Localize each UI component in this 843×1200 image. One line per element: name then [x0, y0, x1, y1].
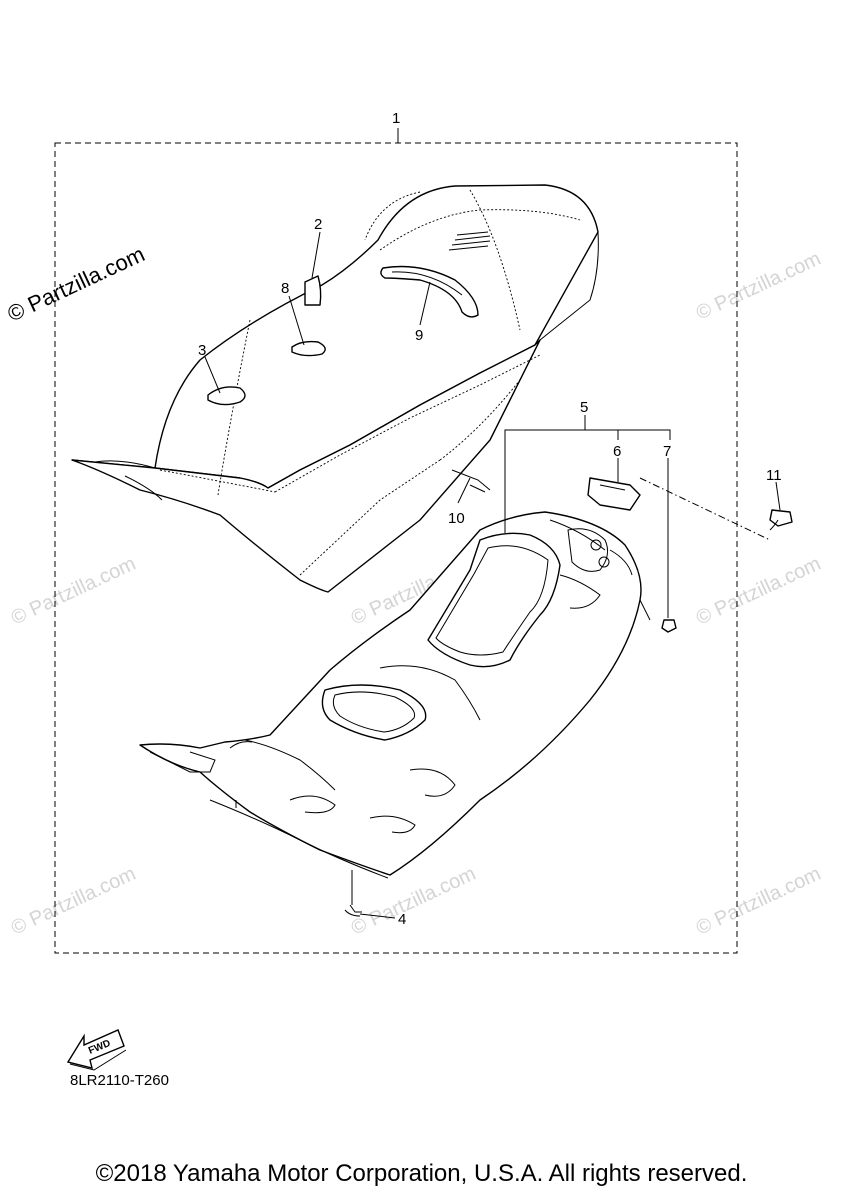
- callout-10: 10: [448, 510, 465, 527]
- emblem-8: [291, 340, 326, 357]
- watermark: © Partzilla.com: [693, 248, 824, 325]
- callout-5: 5: [580, 399, 588, 416]
- fwd-arrow-icon: FWD: [66, 1029, 127, 1071]
- callout-2: 2: [314, 216, 322, 233]
- callout-4: 4: [398, 911, 406, 928]
- callouts: 1 2 3 4 5 6 7 8 9 10 11: [198, 110, 782, 928]
- watermark: © Partzilla.com: [348, 863, 479, 940]
- seat-logo: [448, 231, 491, 251]
- callout-9: 9: [415, 327, 423, 344]
- clip-7: [661, 619, 677, 633]
- bolt-11: [769, 509, 793, 527]
- bolt-centerline: [639, 477, 771, 541]
- clip-10: [451, 469, 491, 493]
- assembly-boundary: [54, 142, 738, 954]
- watermark: © Partzilla.com: [693, 553, 824, 630]
- copyright-notice: ©2018 Yamaha Motor Corporation, U.S.A. A…: [95, 1160, 748, 1187]
- watermark-main: © Partzilla.com: [4, 241, 149, 326]
- seat-assembly: [71, 184, 599, 593]
- watermark: © Partzilla.com: [693, 863, 824, 940]
- callout-11: 11: [766, 467, 782, 484]
- decal-2: [304, 275, 322, 306]
- callout-3: 3: [198, 342, 206, 359]
- diagram-code: 8LR2110-T260: [70, 1072, 169, 1089]
- seat-base-assembly: [139, 511, 651, 879]
- plate-6: [587, 477, 641, 511]
- callout-7: 7: [663, 443, 671, 460]
- watermark: © Partzilla.com: [8, 553, 139, 630]
- clip-4: [344, 904, 362, 917]
- callout-1: 1: [392, 110, 400, 127]
- callout-6: 6: [613, 443, 621, 460]
- watermark: © Partzilla.com: [8, 863, 139, 940]
- emblem-3: [207, 386, 246, 406]
- leaders: [204, 231, 781, 919]
- callout-8: 8: [281, 280, 289, 297]
